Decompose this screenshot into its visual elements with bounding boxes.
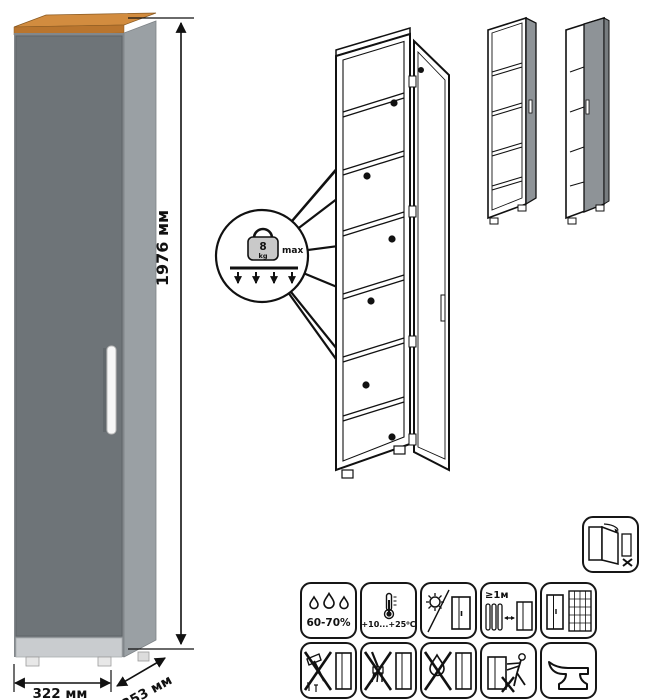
height-label: 1976 мм xyxy=(153,210,172,286)
handle-shadow xyxy=(103,348,106,432)
door-rehang-icon xyxy=(587,522,633,567)
tile-do-not-drag xyxy=(480,642,537,699)
variant-a-shelves xyxy=(491,62,523,191)
humidity-drops-icon xyxy=(308,592,349,610)
tile-sun-shade xyxy=(420,582,477,639)
depth-dimension: 353 мм xyxy=(116,657,175,700)
variant-b-handle xyxy=(585,99,590,115)
variant-b-door xyxy=(583,17,605,213)
variant-b-shelves xyxy=(569,66,585,187)
weight-value: 8 xyxy=(259,241,266,253)
depth-label: 353 мм xyxy=(119,672,175,700)
door-handle xyxy=(106,345,117,435)
foot-left xyxy=(25,656,40,667)
no-hammer-icon xyxy=(303,650,352,692)
ventilation-wall-icon xyxy=(545,589,592,632)
variant-b-door-edge xyxy=(603,17,610,205)
width-dimension: 322 мм xyxy=(13,664,112,700)
variant-b-foot-right xyxy=(595,204,605,212)
callout-dots xyxy=(362,67,424,441)
door-hinges xyxy=(408,75,417,446)
tile-no-wet-cleaning xyxy=(420,642,477,699)
cabinet-inner-frame xyxy=(342,40,405,462)
radiator-distance-icon: ≥1м xyxy=(485,590,533,631)
sun-shade-icon xyxy=(425,589,471,632)
tile-anvil xyxy=(540,642,597,699)
max-label: max xyxy=(282,246,303,256)
tile-door-rehang xyxy=(582,516,639,573)
open-door xyxy=(413,38,450,472)
tile-wall-distance: ≥1м xyxy=(480,582,537,639)
anvil-icon xyxy=(547,660,589,690)
no-abrasive-brush-icon xyxy=(363,650,412,691)
height-dimension: 1976 мм xyxy=(128,17,194,650)
do-not-drag-icon xyxy=(486,652,526,693)
tile-temperature: +10...+25⁰C xyxy=(360,582,417,639)
variant-a-inner xyxy=(491,22,523,211)
humidity-value: 60-70% xyxy=(306,617,351,630)
door-variant-b xyxy=(565,16,610,225)
variant-a-body xyxy=(487,16,527,220)
width-label: 322 мм xyxy=(33,686,88,700)
tile-no-hammer xyxy=(300,642,357,699)
temperature-value: +10...+25⁰C xyxy=(361,620,416,629)
thermometer-icon xyxy=(383,592,396,620)
drawn-foot-right xyxy=(393,445,406,455)
depth-arrow xyxy=(116,657,166,687)
foot-side xyxy=(137,651,150,662)
variant-a-foot-right xyxy=(517,204,527,212)
tile-humidity: 60-70% xyxy=(300,582,357,639)
side-panel xyxy=(123,20,157,658)
variant-a-foot-left xyxy=(489,217,499,225)
door-front xyxy=(15,35,123,637)
exploded-cabinet-drawing xyxy=(261,26,450,479)
shelves xyxy=(342,92,405,422)
cabinet-photo xyxy=(13,12,157,667)
load-callout: 8 kg max xyxy=(214,208,310,304)
plinth xyxy=(15,637,123,658)
weight-body xyxy=(247,236,279,261)
distance-value: ≥1м xyxy=(485,590,509,601)
wood-top-surface xyxy=(13,12,157,28)
kettlebell-weight-icon xyxy=(252,227,274,239)
no-wet-cleaning-icon xyxy=(423,650,472,691)
drawn-door-handle xyxy=(440,294,446,322)
weight-unit: kg xyxy=(259,252,268,260)
variant-b-foot-left xyxy=(567,217,577,225)
variant-a-handle xyxy=(528,99,533,114)
drawn-foot-left xyxy=(341,469,354,479)
door-variant-a xyxy=(487,16,537,225)
tile-ventilation xyxy=(540,582,597,639)
tile-no-abrasive xyxy=(360,642,417,699)
foot-right xyxy=(97,656,112,667)
load-arrows xyxy=(234,272,296,285)
open-door-inner xyxy=(417,50,446,460)
